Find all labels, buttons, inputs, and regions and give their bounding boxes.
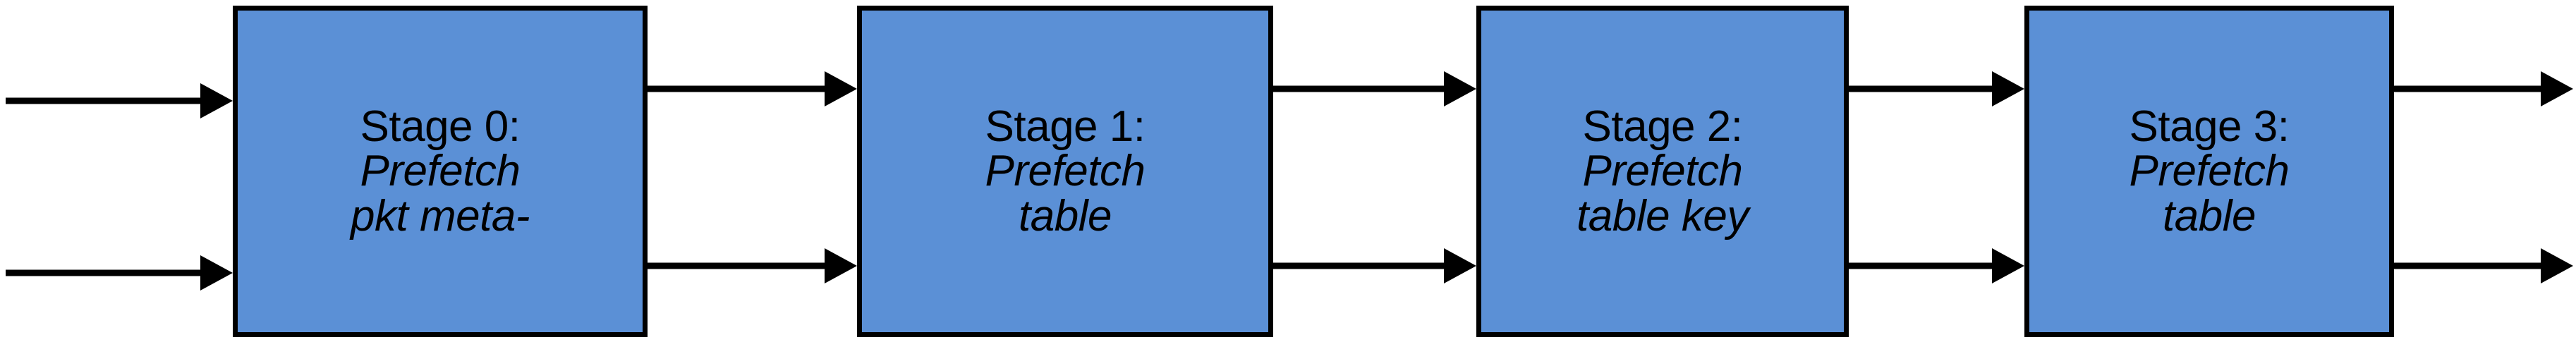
- arrow-shaft: [648, 262, 825, 269]
- stage-0-description-line-1: Prefetch: [360, 147, 521, 196]
- stage-0-title: Stage 0:: [360, 102, 521, 152]
- stage-box-1[interactable]: Stage 1: Prefetch table: [857, 6, 1273, 337]
- arrow-head: [1992, 248, 2024, 283]
- arrow-stage2-to-stage3-top: [1849, 71, 2024, 106]
- stage-3-title: Stage 3:: [2129, 102, 2290, 152]
- arrow-shaft: [1849, 85, 1992, 92]
- arrow-shaft: [6, 97, 200, 104]
- arrow-head: [2541, 71, 2573, 106]
- arrow-head: [1444, 248, 1476, 283]
- arrow-stage1-to-stage2-bottom: [1273, 248, 1476, 283]
- stage-box-0[interactable]: Stage 0: Prefetch pkt meta-: [233, 6, 648, 337]
- arrow-head: [200, 255, 233, 291]
- arrow-output-top: [2394, 71, 2573, 106]
- arrow-shaft: [6, 269, 200, 276]
- stage-3-description-line-2: table: [2163, 191, 2256, 240]
- stage-2-description-line-1: Prefetch: [1582, 147, 1743, 196]
- stage-1-title: Stage 1:: [985, 102, 1146, 152]
- arrow-group: [6, 71, 2573, 291]
- arrow-head: [200, 83, 233, 118]
- stage-0-description: Prefetch pkt meta-: [351, 149, 530, 238]
- arrow-stage1-to-stage2-top: [1273, 71, 1476, 106]
- arrow-input-bottom: [6, 255, 233, 291]
- arrow-stage0-to-stage1-top: [648, 71, 857, 106]
- stage-3-description-line-1: Prefetch: [2129, 147, 2290, 196]
- stage-2-description: Prefetch table key: [1576, 149, 1749, 238]
- arrow-shaft: [648, 85, 825, 92]
- stage-3-description: Prefetch table: [2130, 149, 2290, 238]
- stage-0-description-line-2: pkt meta-: [351, 191, 530, 240]
- arrow-head: [2541, 248, 2573, 283]
- stage-2-title: Stage 2:: [1582, 102, 1743, 152]
- arrow-head: [1444, 71, 1476, 106]
- arrow-head: [825, 248, 857, 283]
- arrow-shaft: [1849, 262, 1992, 269]
- arrow-input-top: [6, 83, 233, 118]
- arrow-shaft: [1273, 85, 1444, 92]
- arrow-shaft: [2394, 85, 2541, 92]
- arrow-shaft: [2394, 262, 2541, 269]
- arrow-stage2-to-stage3-bottom: [1849, 248, 2024, 283]
- stage-1-description-line-2: table: [1019, 191, 1112, 240]
- stage-2-description-line-2: table key: [1576, 191, 1749, 240]
- arrow-shaft: [1273, 262, 1444, 269]
- arrow-head: [825, 71, 857, 106]
- arrow-stage0-to-stage1-bottom: [648, 248, 857, 283]
- arrow-head: [1992, 71, 2024, 106]
- stage-1-description-line-1: Prefetch: [985, 147, 1146, 196]
- arrow-output-bottom: [2394, 248, 2573, 283]
- stage-box-3[interactable]: Stage 3: Prefetch table: [2024, 6, 2394, 337]
- stage-1-description: Prefetch table: [985, 149, 1146, 238]
- stage-box-2[interactable]: Stage 2: Prefetch table key: [1476, 6, 1849, 337]
